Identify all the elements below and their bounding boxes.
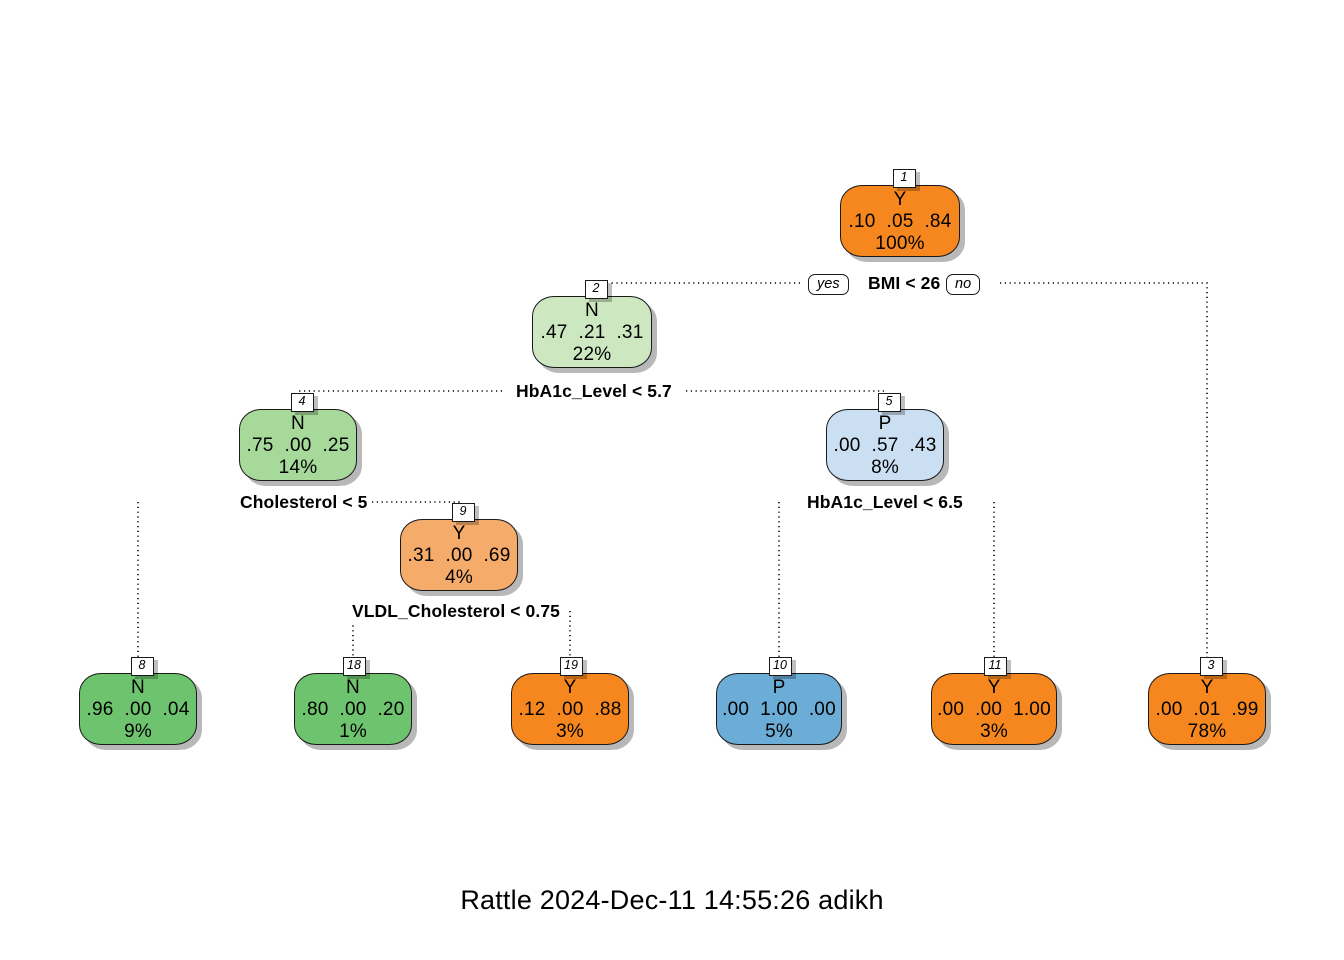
node-percentage: 3% <box>980 721 1008 742</box>
branch-no-label: no <box>946 274 981 295</box>
node-class-label: Y <box>893 189 907 210</box>
edge-1-2 <box>597 282 800 296</box>
node-class-label: Y <box>563 677 577 698</box>
tree-node-number-11: 11 <box>983 657 1007 676</box>
node-class-label: Y <box>452 523 466 544</box>
edge-4-9 <box>372 501 460 519</box>
node-class-label: P <box>878 413 892 434</box>
node-percentage: 78% <box>1187 721 1227 742</box>
edge-1-3 <box>1000 282 1208 673</box>
tree-node-number-5: 5 <box>877 393 901 412</box>
node-percentage: 8% <box>871 457 899 478</box>
node-probabilities: .31 .00 .69 <box>407 545 511 566</box>
tree-node-number-18: 18 <box>342 657 366 676</box>
tree-node-number-19: 19 <box>559 657 583 676</box>
node-percentage: 3% <box>556 721 584 742</box>
node-probabilities: .00 .57 .43 <box>833 435 937 456</box>
node-probabilities: .00 1.00 .00 <box>722 699 836 720</box>
node-probabilities: .12 .00 .88 <box>518 699 622 720</box>
edge-2-5 <box>686 390 886 409</box>
tree-node-number-9: 9 <box>451 503 475 522</box>
plot-caption: Rattle 2024-Dec-11 14:55:26 adikh <box>460 885 884 915</box>
node-probabilities: .75 .00 .25 <box>246 435 350 456</box>
node-probabilities: .47 .21 .31 <box>540 322 644 343</box>
node-probabilities: .00 .01 .99 <box>1155 699 1259 720</box>
tree-node-number-10: 10 <box>768 657 792 676</box>
split-label-split-hba1c-65: HbA1c_Level < 6.5 <box>803 492 967 513</box>
node-probabilities: .00 .00 1.00 <box>937 699 1051 720</box>
tree-node-number-4: 4 <box>290 393 314 412</box>
node-probabilities: .80 .00 .20 <box>301 699 405 720</box>
node-percentage: 14% <box>278 457 318 478</box>
node-probabilities: .10 .05 .84 <box>848 211 952 232</box>
node-class-label: N <box>131 677 145 698</box>
node-class-label: Y <box>1200 677 1214 698</box>
node-class-label: N <box>346 677 360 698</box>
split-label-split-vldl: VLDL_Cholesterol < 0.75 <box>348 601 564 622</box>
split-label-split-bmi: BMI < 26 <box>864 273 945 294</box>
node-percentage: 22% <box>572 344 612 365</box>
node-percentage: 9% <box>124 721 152 742</box>
tree-node-number-8: 8 <box>130 657 154 676</box>
split-label-split-hba1c-57: HbA1c_Level < 5.7 <box>512 381 676 402</box>
node-percentage: 1% <box>339 721 367 742</box>
branch-yes-label: yes <box>808 274 849 295</box>
node-percentage: 5% <box>765 721 793 742</box>
node-class-label: N <box>585 300 599 321</box>
tree-node-number-3: 3 <box>1199 657 1223 676</box>
node-probabilities: .96 .00 .04 <box>86 699 190 720</box>
tree-node-number-1: 1 <box>892 169 916 188</box>
split-label-split-chol: Cholesterol < 5 <box>236 492 372 513</box>
node-class-label: P <box>772 677 786 698</box>
node-percentage: 100% <box>875 233 925 254</box>
node-class-label: Y <box>987 677 1001 698</box>
tree-node-number-2: 2 <box>584 280 608 299</box>
node-class-label: N <box>291 413 305 434</box>
node-percentage: 4% <box>445 567 473 588</box>
edge-2-4 <box>297 390 502 409</box>
